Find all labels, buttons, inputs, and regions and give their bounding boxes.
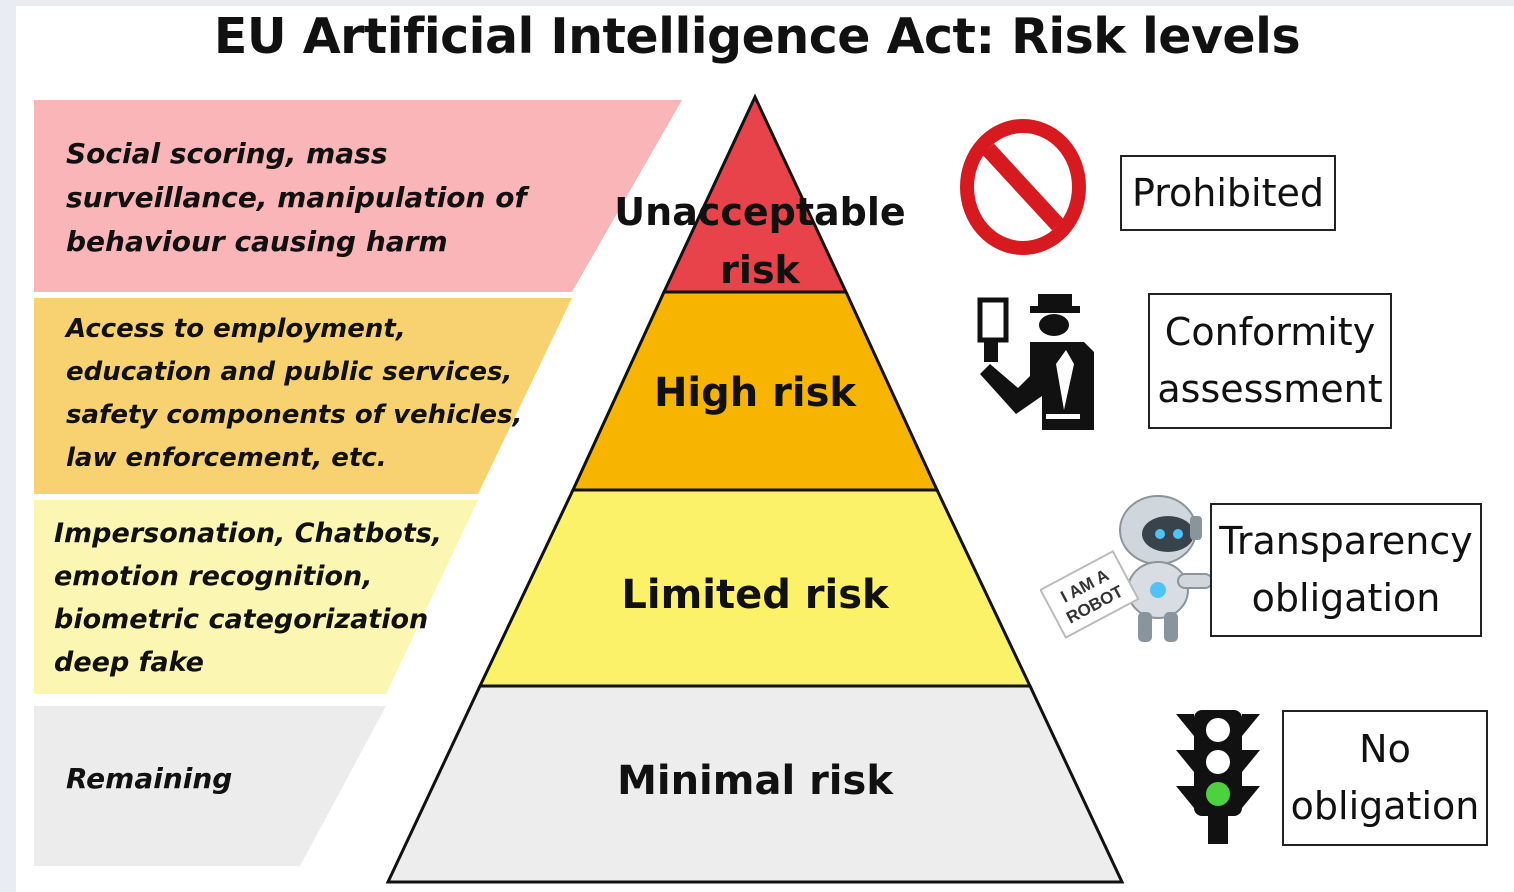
obligation-label: assessment (1157, 367, 1383, 411)
obligation-label: No (1359, 727, 1411, 771)
robot-icon: I AM A ROBOT (1040, 495, 1213, 642)
description-line: Impersonation, Chatbots, (54, 518, 443, 549)
description-line: safety components of vehicles, (66, 400, 523, 430)
obligation-label: Prohibited (1131, 170, 1324, 215)
description-minimal: Remaining (66, 757, 232, 801)
level-label-unacceptable: Unacceptable risk (610, 183, 910, 299)
band-unacceptable (34, 100, 682, 292)
obligation-label: obligation (1290, 784, 1480, 828)
inspector-icon (977, 294, 1094, 430)
description-line: law enforcement, etc. (66, 443, 387, 473)
description-line: surveillance, manipulation of (66, 181, 527, 214)
band-minimal (34, 706, 386, 866)
description-line: education and public services, (66, 357, 513, 387)
description-line: Access to employment, (66, 314, 406, 344)
level-label-minimal: Minimal risk (617, 758, 893, 804)
band-limited (34, 500, 478, 694)
description-unacceptable: Social scoring, mass surveillance, manip… (66, 132, 527, 264)
level-label-high: High risk (653, 370, 857, 416)
obligation-box-transparency: Transparency obligation (1210, 503, 1482, 637)
obligation-label: Conformity (1164, 310, 1376, 354)
description-line: biometric categorization (54, 604, 429, 635)
pyramid-tier-minimal (385, 684, 1125, 884)
description-line: Social scoring, mass (66, 137, 388, 170)
obligation-box-none: No obligation (1282, 710, 1488, 846)
description-line: emotion recognition, (54, 561, 373, 592)
traffic-light-icon (1176, 710, 1260, 844)
level-label-line: risk (720, 248, 800, 292)
obligation-label: obligation (1251, 576, 1441, 620)
prohibited-sign-icon (960, 119, 1086, 255)
description-high: Access to employment, education and publ… (66, 308, 522, 480)
page-title: EU Artificial Intelligence Act: Risk lev… (213, 8, 1301, 65)
level-label-line: Unacceptable (614, 190, 906, 234)
description-line: deep fake (54, 647, 204, 678)
obligation-box-prohibited: Prohibited (1120, 155, 1336, 231)
level-label-limited: Limited risk (621, 572, 889, 618)
obligation-label: Transparency (1219, 519, 1473, 563)
description-line: behaviour causing harm (66, 225, 448, 258)
description-limited: Impersonation, Chatbots, emotion recogni… (54, 512, 442, 684)
band-high (34, 298, 572, 494)
description-line: Remaining (66, 762, 233, 795)
obligation-box-conformity: Conformity assessment (1148, 293, 1392, 429)
